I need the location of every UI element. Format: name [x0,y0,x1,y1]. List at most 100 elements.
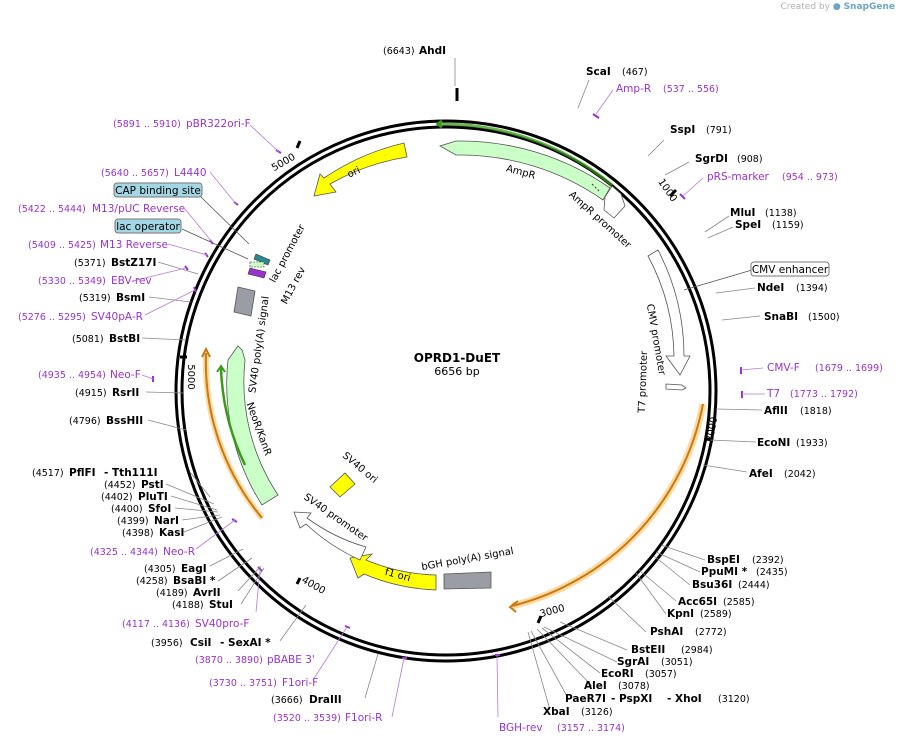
primer-name: M13/pUC Reverse [92,203,185,215]
orf-cds-small[interactable] [201,346,265,520]
enzyme-site[interactable]: EcoRI(3057) [601,668,677,680]
enzyme-site[interactable]: (4517)PflFI- Tth111I [32,467,158,479]
primer-range: (5409 .. 5425) [28,240,96,251]
feature-t7-promoter[interactable]: T7 promoter [637,350,687,414]
enzyme-site[interactable]: (4188)StuI [172,599,233,611]
enzyme-site[interactable]: (4399)NarI [117,515,179,527]
enzyme-site[interactable]: (3956)CsiI- SexAI * [151,637,271,649]
enzyme-name: SspI [670,124,695,136]
primer-site[interactable]: (5409 .. 5425)M13 Reverse [28,239,168,251]
enzyme-site[interactable]: SgrAI(3051) [617,656,693,668]
enzyme-name: PluTI [138,491,168,503]
enzyme-name: - PspXI [611,693,652,705]
primer-name: pRS-marker [707,171,770,183]
primer-name: F1ori-R [345,712,382,724]
enzyme-site[interactable]: SgrDI(908) [695,153,763,165]
enzyme-site[interactable]: (4189)AvrII [156,587,221,599]
enzyme-pos: (2444) [738,580,770,591]
primer-site[interactable]: (4935 .. 4954)Neo-F [38,369,141,381]
feature-label-t7-promoter: T7 promoter [637,350,650,414]
primer-range: (5330 .. 5349) [38,276,106,287]
primer-site[interactable]: CMV-F(1679 .. 1699) [767,362,883,374]
enzyme-site[interactable]: EcoNI(1933) [757,437,828,449]
primer-site[interactable]: BGH-rev(3157 .. 3174) [499,722,625,734]
tag-lac-operator[interactable]: lac operator [114,218,249,260]
primer-site[interactable]: pRS-marker(954 .. 973) [707,171,838,183]
enzyme-site[interactable]: SpeI(1159) [735,219,804,231]
enzyme-site[interactable]: (4258)BsaBI * [136,575,216,587]
enzyme-site[interactable]: (5081)BstBI [72,333,140,345]
enzyme-site[interactable]: (4796)BssHII [69,415,143,427]
enzyme-site[interactable]: (6643)AhdI [383,45,446,57]
enzyme-site[interactable]: (4305)EagI [144,563,207,575]
enzyme-site[interactable]: PpuMI *(2435) [701,566,788,578]
enzyme-pos: (2435) [756,567,788,578]
enzyme-site[interactable]: (4452)PstI [104,479,164,491]
primer-name: BGH-rev [499,722,543,734]
enzyme-site[interactable]: SspI(791) [670,124,732,136]
primer-site[interactable]: (5330 .. 5349) EBV-rev [38,275,152,287]
primer-sites: Amp-R(537 .. 556) pRS-marker(954 .. 973)… [18,83,883,734]
primer-site[interactable]: T7(1773 .. 1792) [766,388,858,400]
enzyme-site[interactable]: MluI(1138) [730,207,797,219]
primer-site[interactable]: (3520 .. 3539)F1ori-R [273,712,382,724]
enzyme-pos: (4400) [111,504,143,515]
primer-name: CMV-F [767,362,800,374]
enzyme-site[interactable]: ScaI(467) [586,66,648,78]
primer-site[interactable]: (3730 .. 3751)F1ori-F [209,677,318,689]
tick-label-3000: 3000 [539,603,566,620]
feature-sv40-promoter[interactable]: SV40 promoter [293,492,370,561]
enzyme-site[interactable]: XbaI(3126) [543,706,613,718]
enzyme-site[interactable]: SnaBI(1500) [764,311,840,323]
enzyme-site[interactable]: PshAI(2772) [650,626,727,638]
enzyme-site[interactable]: (4398)KasI [122,527,184,539]
tag-cmv-enhancer[interactable]: CMV enhancer [683,261,830,291]
enzyme-site[interactable]: NdeI(1394) [757,282,828,294]
enzyme-site[interactable]: AfeI(2042) [749,468,816,480]
enzyme-site[interactable]: Bsu36I(2444) [692,579,770,591]
enzyme-pos: (5081) [72,334,104,345]
enzyme-site[interactable]: (3666)DraIII [271,694,342,706]
enzyme-name: NdeI [757,282,784,294]
enzyme-site[interactable]: PaeR7I- PspXI- XhoI(3120) [565,693,750,705]
enzyme-name: XbaI [543,706,570,718]
orf-cds-large[interactable] [508,403,707,613]
primer-range: (5276 .. 5295) [18,312,86,323]
primer-range: (3730 .. 3751) [209,678,277,689]
enzyme-site[interactable]: KpnI(2589) [667,608,732,620]
primer-site[interactable]: (5640 .. 5657)L4440 [101,167,207,179]
feature-f1-ori[interactable]: f1 ori [349,553,437,591]
feature-lac-promoter[interactable]: lac promoter M13 rev [247,222,308,306]
enzyme-site[interactable]: AflII(1818) [764,405,832,417]
feature-sv40-ori[interactable]: SV40 ori [329,450,379,498]
tag-label-cmv-enhancer: CMV enhancer [752,264,829,276]
feature-neor-kanr[interactable]: NeoR/KanR [216,345,279,506]
enzyme-site[interactable]: (4402)PluTI [101,491,168,503]
primer-site[interactable]: Amp-R(537 .. 556) [616,83,719,95]
enzyme-site[interactable]: (5371)BstZ17I [74,257,156,269]
primer-site[interactable]: (5422 .. 5444)M13/pUC Reverse [18,203,185,215]
enzyme-site[interactable]: AleI(3078) [584,680,650,692]
enzyme-pos: (4305) [144,564,176,575]
primer-site[interactable]: (5891 .. 5910)pBR322ori-F [113,118,251,130]
enzyme-pos: (1933) [796,438,828,449]
primer-site[interactable]: (5276 .. 5295)SV40pA-R [18,311,143,323]
feature-ori[interactable]: ori [313,142,408,197]
enzyme-site[interactable]: (4915)RsrII [75,387,139,399]
enzyme-site[interactable]: Acc65I(2585) [678,596,755,608]
enzyme-name: - SexAI * [220,637,271,649]
enzyme-name: AleI [584,680,607,692]
feature-cmv-promoter[interactable]: CMV promoter [644,249,691,377]
enzyme-site[interactable]: (4400)SfoI [111,503,171,515]
primer-name: EBV-rev [111,275,152,287]
primer-site[interactable]: (4117 .. 4136)SV40pro-F [122,618,249,630]
enzyme-name: PaeR7I [565,693,606,705]
tick-label-5000: 5000 [185,364,196,389]
enzyme-site[interactable]: BspEI(2392) [707,554,784,566]
tag-cap-binding-site[interactable]: CAP binding site [113,182,250,245]
enzyme-site[interactable]: (5319)BsmI [79,292,145,304]
primer-site[interactable]: (4325 .. 4344)Neo-R [90,546,195,558]
enzyme-name: AhdI [419,45,446,57]
primer-site[interactable]: (3870 .. 3890)pBABE 3' [195,654,315,666]
enzyme-site[interactable]: BstEII(2984) [631,644,713,656]
